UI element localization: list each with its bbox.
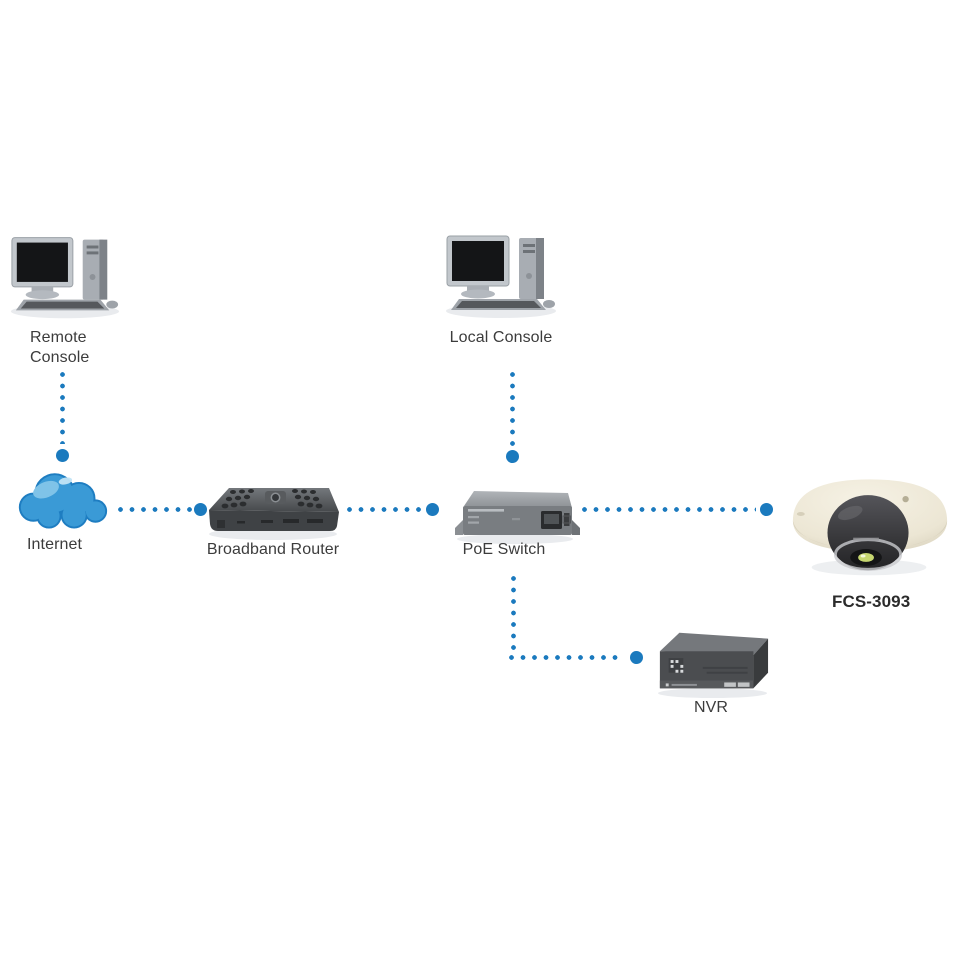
nvr-icon (657, 632, 769, 699)
connection-endpoint-dot (194, 503, 207, 516)
broadband-router-label: Broadband Router (206, 541, 340, 558)
connection-endpoint-dot (506, 450, 519, 463)
connection-endpoint-dot (760, 503, 773, 516)
connection-switch-nvr-horizontal (509, 655, 623, 660)
connection-endpoint-dot (56, 449, 69, 462)
desktop-computer-icon (10, 237, 120, 319)
dome-camera-icon (792, 479, 948, 576)
camera-label: FCS-3093 (832, 592, 911, 611)
connection-internet-router (118, 507, 192, 512)
remote-console-label: Remote Console (30, 329, 90, 366)
cloud-icon (18, 473, 108, 529)
desktop-computer-icon (446, 235, 556, 318)
node-nvr (652, 624, 774, 705)
nvr-label: NVR (693, 699, 729, 716)
connection-switch-camera (582, 507, 756, 512)
node-broadband-router (203, 476, 343, 547)
node-poe-switch (450, 483, 580, 550)
connection-router-switch (347, 507, 423, 512)
node-camera (784, 441, 957, 586)
poe-switch-label: PoE Switch (462, 541, 546, 558)
router-icon (209, 488, 339, 540)
node-internet (14, 461, 111, 537)
connection-switch-nvr-vertical (511, 576, 516, 650)
connection-remote-console-internet (60, 372, 65, 444)
connection-endpoint-dot (426, 503, 439, 516)
node-remote-console (6, 233, 124, 326)
node-local-console (441, 231, 561, 326)
local-console-label: Local Console (449, 329, 553, 346)
connection-local-console-switch (510, 372, 515, 446)
connection-endpoint-dot (630, 651, 643, 664)
internet-label: Internet (27, 536, 83, 553)
poe-switch-icon (455, 491, 580, 544)
